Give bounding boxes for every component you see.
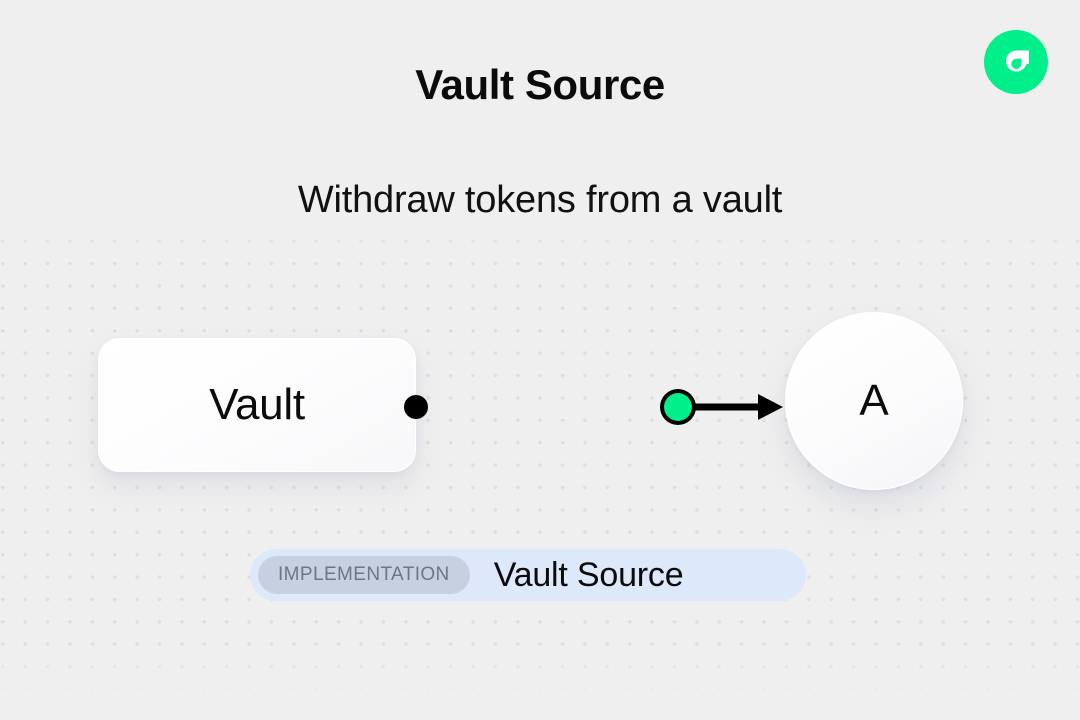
page-title: Vault Source: [415, 61, 665, 108]
implementation-tag: IMPLEMENTATION: [258, 556, 470, 594]
node-a[interactable]: A: [785, 312, 963, 490]
node-vault-label: Vault: [209, 380, 305, 429]
flow-logo-icon[interactable]: [984, 30, 1048, 94]
connector-node-ring: [660, 389, 696, 425]
node-a-label: A: [859, 376, 889, 425]
node-vault[interactable]: Vault: [98, 338, 416, 472]
connector-node-dot[interactable]: [664, 393, 692, 421]
page-subtitle: Withdraw tokens from a vault: [297, 179, 783, 221]
arrowhead-icon: [758, 394, 783, 420]
implementation-badge[interactable]: IMPLEMENTATION Vault Source: [250, 549, 806, 601]
implementation-tag-label: IMPLEMENTATION: [278, 564, 450, 585]
implementation-name: Vault Source: [493, 555, 684, 594]
